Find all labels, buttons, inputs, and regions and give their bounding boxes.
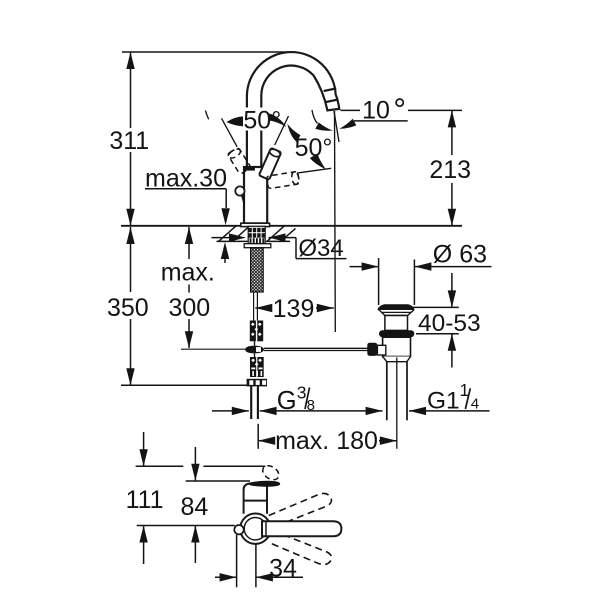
svg-text:10: 10 [362,97,390,125]
svg-text:4: 4 [471,395,479,412]
svg-text:84: 84 [180,493,208,521]
svg-text:311: 311 [109,127,149,155]
svg-text:350: 350 [107,294,149,322]
svg-text:50°: 50° [243,106,281,134]
svg-text:40-53: 40-53 [418,310,481,337]
svg-text:Ø 63: Ø 63 [433,241,487,269]
svg-text:max.30: max.30 [145,165,227,193]
svg-text:8: 8 [307,397,315,414]
svg-text:139: 139 [273,295,315,323]
svg-text:50°: 50° [295,134,333,162]
svg-text:3: 3 [297,383,307,403]
svg-text:Ø34: Ø34 [298,235,343,262]
svg-text:max. 180: max. 180 [275,427,378,455]
svg-text:300: 300 [168,294,210,322]
svg-text:G: G [277,387,297,415]
svg-text:max.: max. [161,259,215,287]
svg-text:G1: G1 [427,387,460,414]
svg-text:34: 34 [269,555,297,583]
svg-text:111: 111 [126,486,164,514]
svg-text:1: 1 [460,380,470,400]
svg-text:213: 213 [429,156,471,184]
